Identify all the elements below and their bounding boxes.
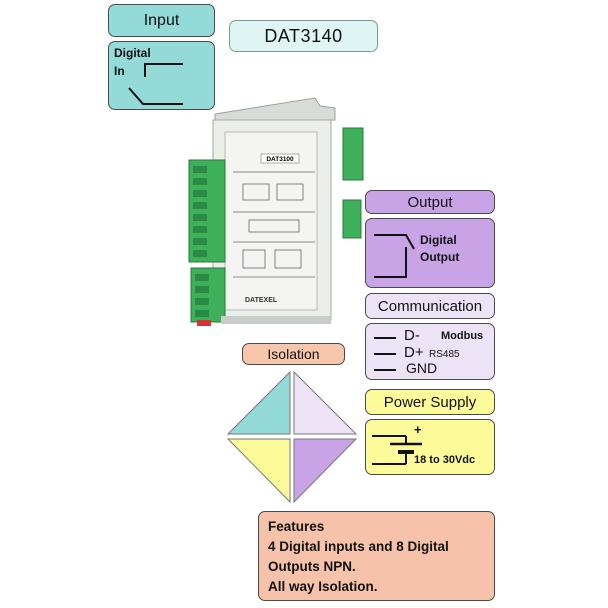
device-module-image: DAT3100 DATEXEL xyxy=(188,97,364,326)
input-header: Input xyxy=(108,4,215,37)
power-supply-header-label: Power Supply xyxy=(383,393,477,411)
input-signal-label-2: In xyxy=(114,64,125,78)
output-panel: Digital Output xyxy=(365,218,495,288)
comm-pin-d-plus: D+ xyxy=(404,344,424,361)
power-range: 18 to 30Vdc xyxy=(414,454,476,466)
communication-header: Communication xyxy=(365,293,495,319)
power-plus-sign: + xyxy=(414,422,422,437)
output-switch-icon xyxy=(374,234,415,278)
output-signal-label-2: Output xyxy=(420,250,460,264)
power-supply-header: Power Supply xyxy=(365,389,495,415)
battery-icon xyxy=(372,435,422,465)
isolation-diamond-icon xyxy=(226,370,358,504)
features-line: Outputs NPN. xyxy=(268,559,356,574)
features-title: Features xyxy=(268,519,325,534)
isolation-header-label: Isolation xyxy=(267,346,320,362)
input-panel: Digital In xyxy=(108,41,215,110)
comm-note-rs485: RS485 xyxy=(429,349,460,360)
title-box: DAT3140 xyxy=(229,20,378,52)
input-signal-label-1: Digital xyxy=(114,46,151,60)
features-line: All way Isolation. xyxy=(268,579,378,594)
device-title: DAT3140 xyxy=(264,25,343,46)
isolation-header: Isolation xyxy=(242,343,345,365)
output-header-label: Output xyxy=(407,193,453,211)
device-brand: DATEXEL xyxy=(245,297,278,304)
features-line: 4 Digital inputs and 8 Digital xyxy=(268,539,449,554)
communication-header-label: Communication xyxy=(377,297,483,315)
comm-pin-d-minus: D- xyxy=(404,327,420,344)
communication-lines-icon xyxy=(374,337,396,371)
comm-note-modbus: Modbus xyxy=(441,330,484,342)
input-switch-icon xyxy=(128,63,183,105)
output-header: Output xyxy=(365,190,495,214)
features-panel: Features 4 Digital inputs and 8 Digital … xyxy=(258,511,495,601)
communication-panel: D- Modbus D+ RS485 GND xyxy=(365,323,495,380)
output-signal-label-1: Digital xyxy=(420,233,457,247)
power-supply-panel: + 18 to 30Vdc xyxy=(365,419,495,475)
input-header-label: Input xyxy=(143,11,180,29)
device-front-label: DAT3100 xyxy=(266,156,294,163)
comm-pin-gnd: GND xyxy=(406,360,438,376)
